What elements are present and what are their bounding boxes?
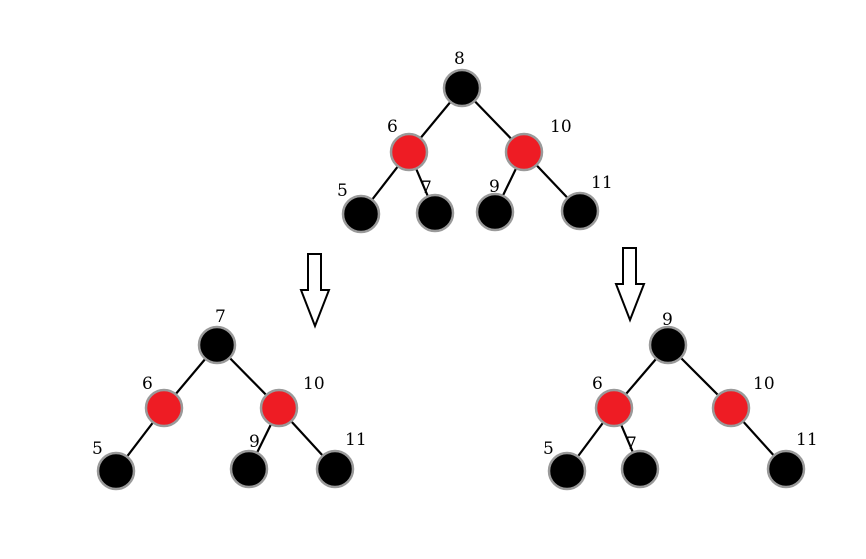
node-label: 7	[626, 434, 637, 454]
node-label: 10	[550, 117, 572, 137]
tree-node-black	[766, 449, 806, 489]
edges	[115, 87, 787, 472]
node-label: 7	[215, 307, 226, 327]
down-arrow-right	[614, 247, 646, 323]
tree-node-black	[96, 451, 136, 491]
node-label: 5	[337, 181, 348, 201]
tree-node-black	[315, 449, 355, 489]
node-label: 5	[543, 439, 554, 459]
node-label: 6	[142, 374, 153, 394]
node-label: 10	[753, 374, 775, 394]
node-label: 8	[454, 49, 465, 69]
node-label: 10	[303, 374, 325, 394]
tree-node-black	[442, 68, 482, 108]
arrows	[299, 247, 646, 329]
tree-node-red	[594, 388, 634, 428]
node-label: 9	[489, 177, 500, 197]
tree-node-red	[504, 132, 544, 172]
down-arrow-left	[299, 253, 331, 329]
tree-node-black	[341, 194, 381, 234]
node-label: 7	[421, 178, 432, 198]
tree-node-black	[560, 191, 600, 231]
nodes	[96, 68, 806, 491]
tree-node-red	[711, 388, 751, 428]
tree-node-red	[389, 132, 429, 172]
tree-node-red	[144, 388, 184, 428]
labels: 8 6 10 5 7 9 11 7 6 10 5 9 11 9 6 10 5 7 11	[92, 49, 818, 459]
tree-node-black	[197, 325, 237, 365]
tree-node-black	[648, 325, 688, 365]
node-label: 11	[345, 430, 367, 450]
tree-node-red	[259, 388, 299, 428]
node-label: 9	[249, 432, 260, 452]
tree-node-black	[415, 193, 455, 233]
node-label: 6	[592, 374, 603, 394]
node-label: 6	[387, 117, 398, 137]
node-label: 5	[92, 439, 103, 459]
tree-node-black	[229, 449, 269, 489]
node-label: 11	[591, 173, 613, 193]
node-label: 9	[662, 310, 673, 330]
tree-node-black	[547, 451, 587, 491]
tree-node-black	[620, 449, 660, 489]
tree-node-black	[475, 192, 515, 232]
node-label: 11	[796, 430, 818, 450]
